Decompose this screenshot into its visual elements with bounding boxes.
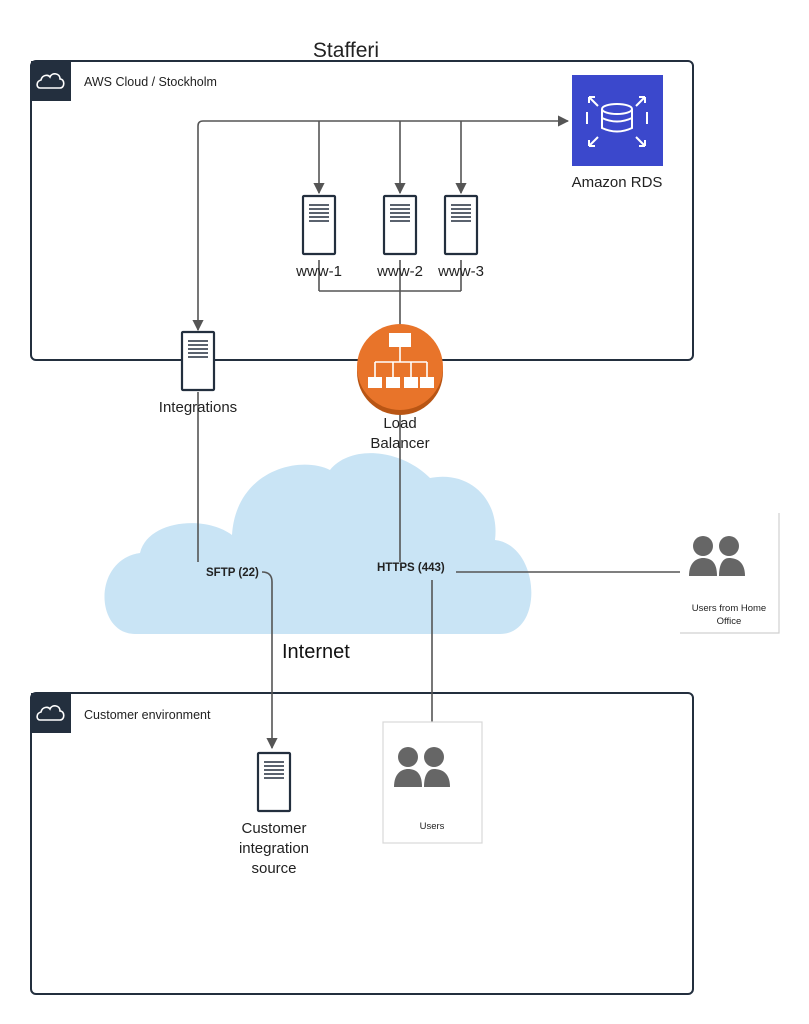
aws-group-label: AWS Cloud / Stockholm <box>84 75 217 89</box>
load-balancer-icon <box>357 324 443 415</box>
sftp-label: SFTP (22) <box>206 567 259 579</box>
cloud-icon <box>36 705 65 721</box>
server-icon <box>301 194 337 256</box>
amazon-rds-node: Amazon RDS <box>572 75 663 191</box>
www-3-server: www-3 <box>437 194 484 280</box>
internet-label: Internet <box>282 641 350 663</box>
aws-cloud-badge <box>31 61 71 101</box>
customer-source-label-line2: integration <box>239 840 309 857</box>
users-icon <box>689 536 745 576</box>
load-balancer-label-line1: Load <box>383 415 416 432</box>
www-1-label: www-1 <box>295 263 342 280</box>
server-icon <box>256 751 292 813</box>
internet-cloud <box>104 453 532 634</box>
customer-source-label-line3: source <box>251 860 296 877</box>
www-1-server: www-1 <box>295 194 342 280</box>
home-users-label-line2: Office <box>717 616 742 627</box>
customer-cloud-badge <box>31 693 71 733</box>
https-label: HTTPS (443) <box>377 562 445 574</box>
diagram-title: Stafferi <box>313 39 379 62</box>
users-node: Users <box>382 721 483 844</box>
www-3-label: www-3 <box>437 263 484 280</box>
integrations-label: Integrations <box>159 399 237 416</box>
customer-group-label: Customer environment <box>84 708 211 722</box>
load-balancer-label-line2: Balancer <box>370 435 429 452</box>
users-label: Users <box>420 821 445 832</box>
www-2-label: www-2 <box>376 263 423 280</box>
cloud-icon <box>36 73 65 89</box>
customer-integration-source-server: Customer integration source <box>239 751 309 877</box>
connectors <box>192 115 680 750</box>
load-balancer-node: Load Balancer <box>357 324 443 452</box>
www-2-server: www-2 <box>376 194 423 280</box>
rds-label: Amazon RDS <box>572 174 663 191</box>
server-icon <box>443 194 479 256</box>
home-office-users-node: Users from Home Office <box>680 513 780 634</box>
integrations-server: Integrations <box>159 330 237 416</box>
server-icon <box>382 194 418 256</box>
home-users-label-line1: Users from Home <box>692 603 766 614</box>
customer-source-label-line1: Customer <box>241 820 306 837</box>
customer-environment-group: Customer environment <box>30 692 694 995</box>
server-icon <box>180 330 216 392</box>
